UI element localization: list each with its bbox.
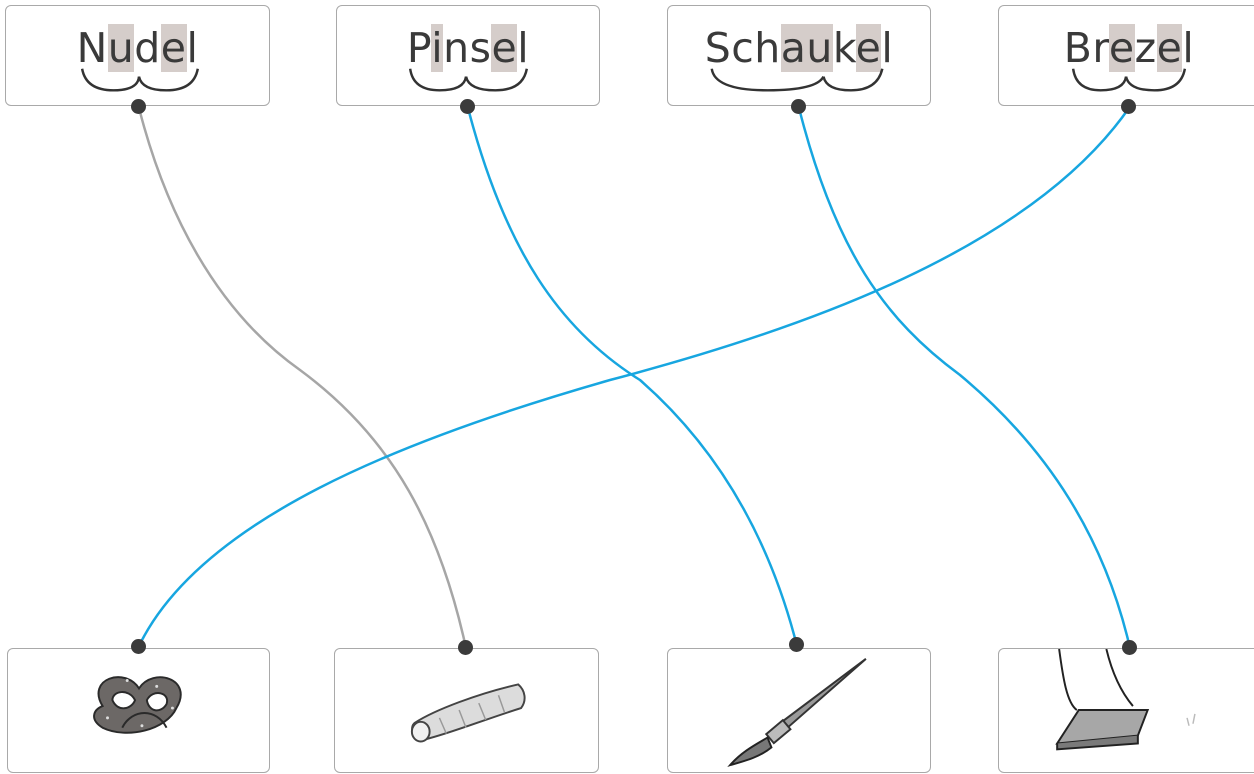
connector-dot-swing[interactable] — [1122, 640, 1137, 655]
line-pinsel-brush — [466, 107, 799, 647]
picture-card-brush[interactable] — [667, 648, 931, 773]
word-card-nudel[interactable]: Nudel — [5, 5, 270, 106]
picture-card-pretzel[interactable] — [7, 648, 270, 773]
noodle-icon — [410, 683, 526, 743]
connector-dot-pretzel[interactable] — [131, 639, 146, 654]
word-schaukel: Schaukel — [704, 24, 894, 72]
word-card-pinsel[interactable]: Pinsel — [336, 5, 600, 106]
picture-card-swing[interactable] — [998, 648, 1254, 773]
word-nudel: Nudel — [76, 24, 199, 72]
picture-card-noodle[interactable] — [334, 648, 599, 773]
word-card-brezel[interactable]: Brezel — [998, 5, 1254, 106]
line-nudel-noodle — [137, 107, 468, 649]
brush-icon — [727, 658, 867, 767]
connector-dot-schaukel[interactable] — [791, 99, 806, 114]
word-card-schaukel[interactable]: Schaukel — [667, 5, 931, 106]
connector-dot-brush[interactable] — [789, 637, 804, 652]
word-pinsel: Pinsel — [406, 24, 530, 72]
connector-dot-pinsel[interactable] — [460, 99, 475, 114]
pretzel-icon — [93, 676, 182, 734]
connector-dot-nudel[interactable] — [131, 99, 146, 114]
word-brezel: Brezel — [1063, 24, 1195, 72]
line-brezel-pretzel — [137, 107, 1131, 647]
swing-icon — [1055, 649, 1196, 751]
connector-dot-noodle[interactable] — [458, 640, 473, 655]
connector-dot-brezel[interactable] — [1121, 99, 1136, 114]
line-schaukel-swing — [797, 107, 1132, 649]
